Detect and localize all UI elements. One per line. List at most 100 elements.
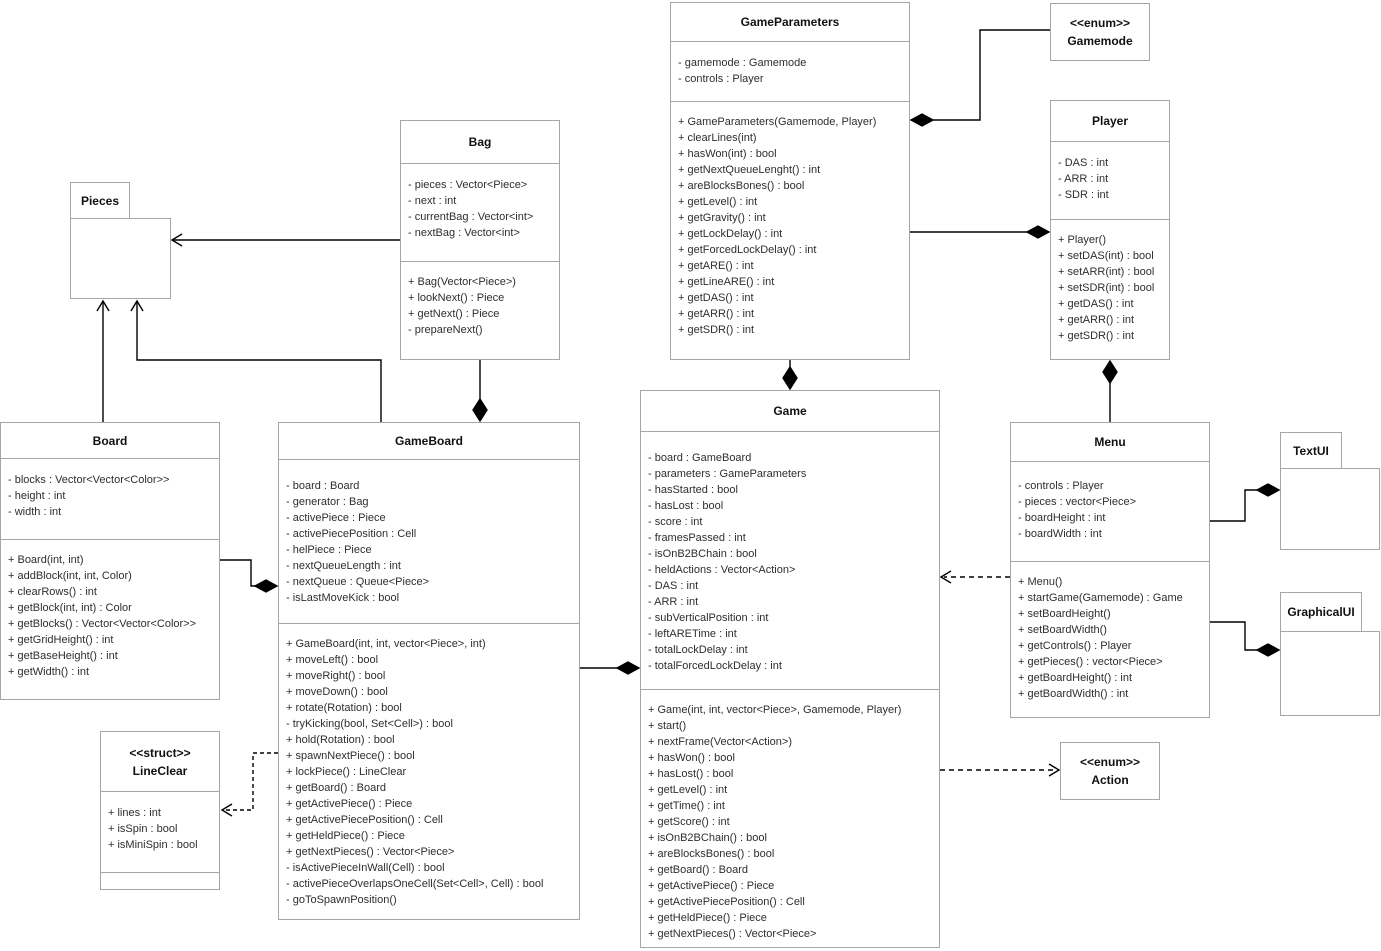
member-line: + GameParameters(Gamemode, Player) (678, 116, 877, 128)
member-line: + isSpin : bool (108, 823, 178, 835)
struct-lineclear-attributes: + lines : int + isSpin : bool + isMiniSpin… (101, 792, 219, 873)
open-arrow-icon (1048, 763, 1061, 777)
member-line: + getActivePiecePosition() : Cell (648, 896, 805, 908)
enum-gamemode-name: Gamemode (1067, 34, 1133, 48)
open-arrow-icon (130, 299, 144, 312)
class-game-title: Game (641, 391, 939, 432)
package-graphicalui-tab: GraphicalUI (1280, 592, 1362, 632)
member-line: - generator : Bag (286, 496, 369, 508)
member-line: + moveDown() : bool (286, 686, 388, 698)
class-board: Board - blocks : Vector<Vector<Color>>- … (0, 422, 220, 700)
member-line: - board : GameBoard (648, 452, 752, 464)
member-line: + getBlock(int, int) : Color (8, 602, 132, 614)
composition-diamond-icon (472, 397, 488, 423)
class-menu-title: Menu (1011, 423, 1209, 462)
composition-diamond-icon (782, 365, 798, 391)
member-line: - next : int (408, 195, 457, 207)
composition-diamond-icon (615, 661, 641, 675)
member-line: + lookNext() : Piece (408, 292, 505, 304)
composition-graphicalui-menu (1210, 621, 1281, 657)
member-line: + getDAS() : int (678, 292, 754, 304)
member-line: + lines : int (108, 807, 161, 819)
member-line: + moveRight() : bool (286, 670, 386, 682)
composition-diamond-icon (1102, 359, 1118, 385)
member-line: + getBoardHeight() : int (1018, 672, 1133, 684)
class-gameboard-attributes: - board : Board- generator : Bag- active… (279, 460, 579, 624)
composition-diamond-icon (1025, 225, 1051, 239)
member-line: + addBlock(int, int, Color) (8, 570, 132, 582)
member-line: + spawnNextPiece() : bool (286, 750, 415, 762)
member-line: + isMiniSpin : bool (108, 839, 198, 851)
member-line: - ARR : int (648, 596, 699, 608)
member-line: + rotate(Rotation) : bool (286, 702, 402, 714)
class-bag: Bag - pieces : Vector<Piece>- next : int… (400, 120, 560, 360)
member-line: + getHeldPiece() : Piece (286, 830, 405, 842)
member-line: + getGravity() : int (678, 212, 766, 224)
member-line: - boardHeight : int (1018, 512, 1106, 524)
member-line: + setARR(int) : bool (1058, 266, 1155, 278)
member-line: + areBlocksBones() : bool (678, 180, 805, 192)
member-line: + Player() (1058, 234, 1106, 246)
member-line: - DAS : int (648, 580, 699, 592)
struct-lineclear-title: <<struct>> LineClear (101, 732, 219, 792)
composition-gameparameters-gamemode (909, 29, 1050, 127)
member-line: - tryKicking(bool, Set<Cell>) : bool (286, 718, 453, 730)
class-game: Game - board : GameBoard - parameters : G… (640, 390, 940, 948)
member-line: - activePiecePosition : Cell (286, 528, 417, 540)
member-line: - nextQueueLength : int (286, 560, 401, 572)
class-board-title: Board (1, 423, 219, 459)
member-line: + GameBoard(int, int, vector<Piece>, int… (286, 638, 486, 650)
member-line: - totalLockDelay : int (648, 644, 748, 656)
member-line: - prepareNext() (408, 324, 483, 336)
association-board-to-pieces (96, 299, 110, 422)
member-line: - pieces : Vector<Piece> (408, 179, 528, 191)
member-line: + nextFrame(Vector<Action>) (648, 736, 792, 748)
member-line: + Board(int, int) (8, 554, 84, 566)
member-line: + hasLost() : bool (648, 768, 734, 780)
composition-player-gameparameters (910, 225, 1051, 239)
member-line: - DAS : int (1058, 157, 1109, 169)
member-line: - gamemode : Gamemode (678, 57, 807, 69)
member-line: + getARR() : int (1058, 314, 1135, 326)
class-gameparameters-title: GameParameters (671, 3, 909, 42)
class-gameboard-methods: + GameBoard(int, int, vector<Piece>, int… (279, 624, 579, 919)
member-line: + getNextPieces() : Vector<Piece> (648, 928, 817, 940)
member-line: - score : int (648, 516, 703, 528)
member-line: + getNextPieces() : Vector<Piece> (286, 846, 455, 858)
open-arrow-icon (96, 299, 110, 312)
member-line: + clearLines(int) (678, 132, 757, 144)
class-player: Player - DAS : int- ARR : int- SDR : int… (1050, 100, 1170, 360)
member-line: + start() (648, 720, 687, 732)
member-line: - nextBag : Vector<int> (408, 227, 520, 239)
member-line: + getLineARE() : int (678, 276, 775, 288)
composition-player-menu (1102, 359, 1118, 422)
member-line: + getSDR() : int (1058, 330, 1135, 342)
member-line: + Bag(Vector<Piece>) (408, 276, 516, 288)
enum-gamemode: <<enum>> Gamemode (1050, 3, 1150, 61)
member-line: + setSDR(int) : bool (1058, 282, 1155, 294)
enum-action: <<enum>> Action (1060, 742, 1160, 800)
member-line: - leftARETime : int (648, 628, 737, 640)
enum-action-name: Action (1091, 773, 1129, 787)
class-bag-attributes: - pieces : Vector<Piece>- next : int- cu… (401, 164, 559, 262)
member-line: + Menu() (1018, 576, 1063, 588)
member-line: + getBlocks() : Vector<Vector<Color>> (8, 618, 197, 630)
package-graphicalui-label: GraphicalUI (1287, 605, 1355, 619)
class-player-methods: + Player() + setDAS(int) : bool + setARR(i… (1051, 220, 1169, 359)
member-line: - width : int (8, 506, 62, 518)
open-arrow-icon (170, 233, 183, 247)
class-board-methods: + Board(int, int) + addBlock(int, int, Co… (1, 540, 219, 699)
member-line: + getControls() : Player (1018, 640, 1132, 652)
struct-lineclear-methods (101, 873, 219, 889)
member-line: + setDAS(int) : bool (1058, 250, 1154, 262)
open-arrow-icon (939, 570, 952, 584)
class-gameboard: GameBoard - board : Board- generator : B… (278, 422, 580, 920)
member-line: + getHeldPiece() : Piece (648, 912, 767, 924)
member-line: + getActivePiece() : Piece (286, 798, 413, 810)
member-line: - isActivePieceInWall(Cell) : bool (286, 862, 445, 874)
class-gameparameters: GameParameters - gamemode : Gamemode - co… (670, 2, 910, 360)
member-line: + getTime() : int (648, 800, 725, 812)
member-line: - parameters : GameParameters (648, 468, 807, 480)
member-line: - controls : Player (678, 73, 764, 85)
package-pieces-body (70, 218, 171, 299)
